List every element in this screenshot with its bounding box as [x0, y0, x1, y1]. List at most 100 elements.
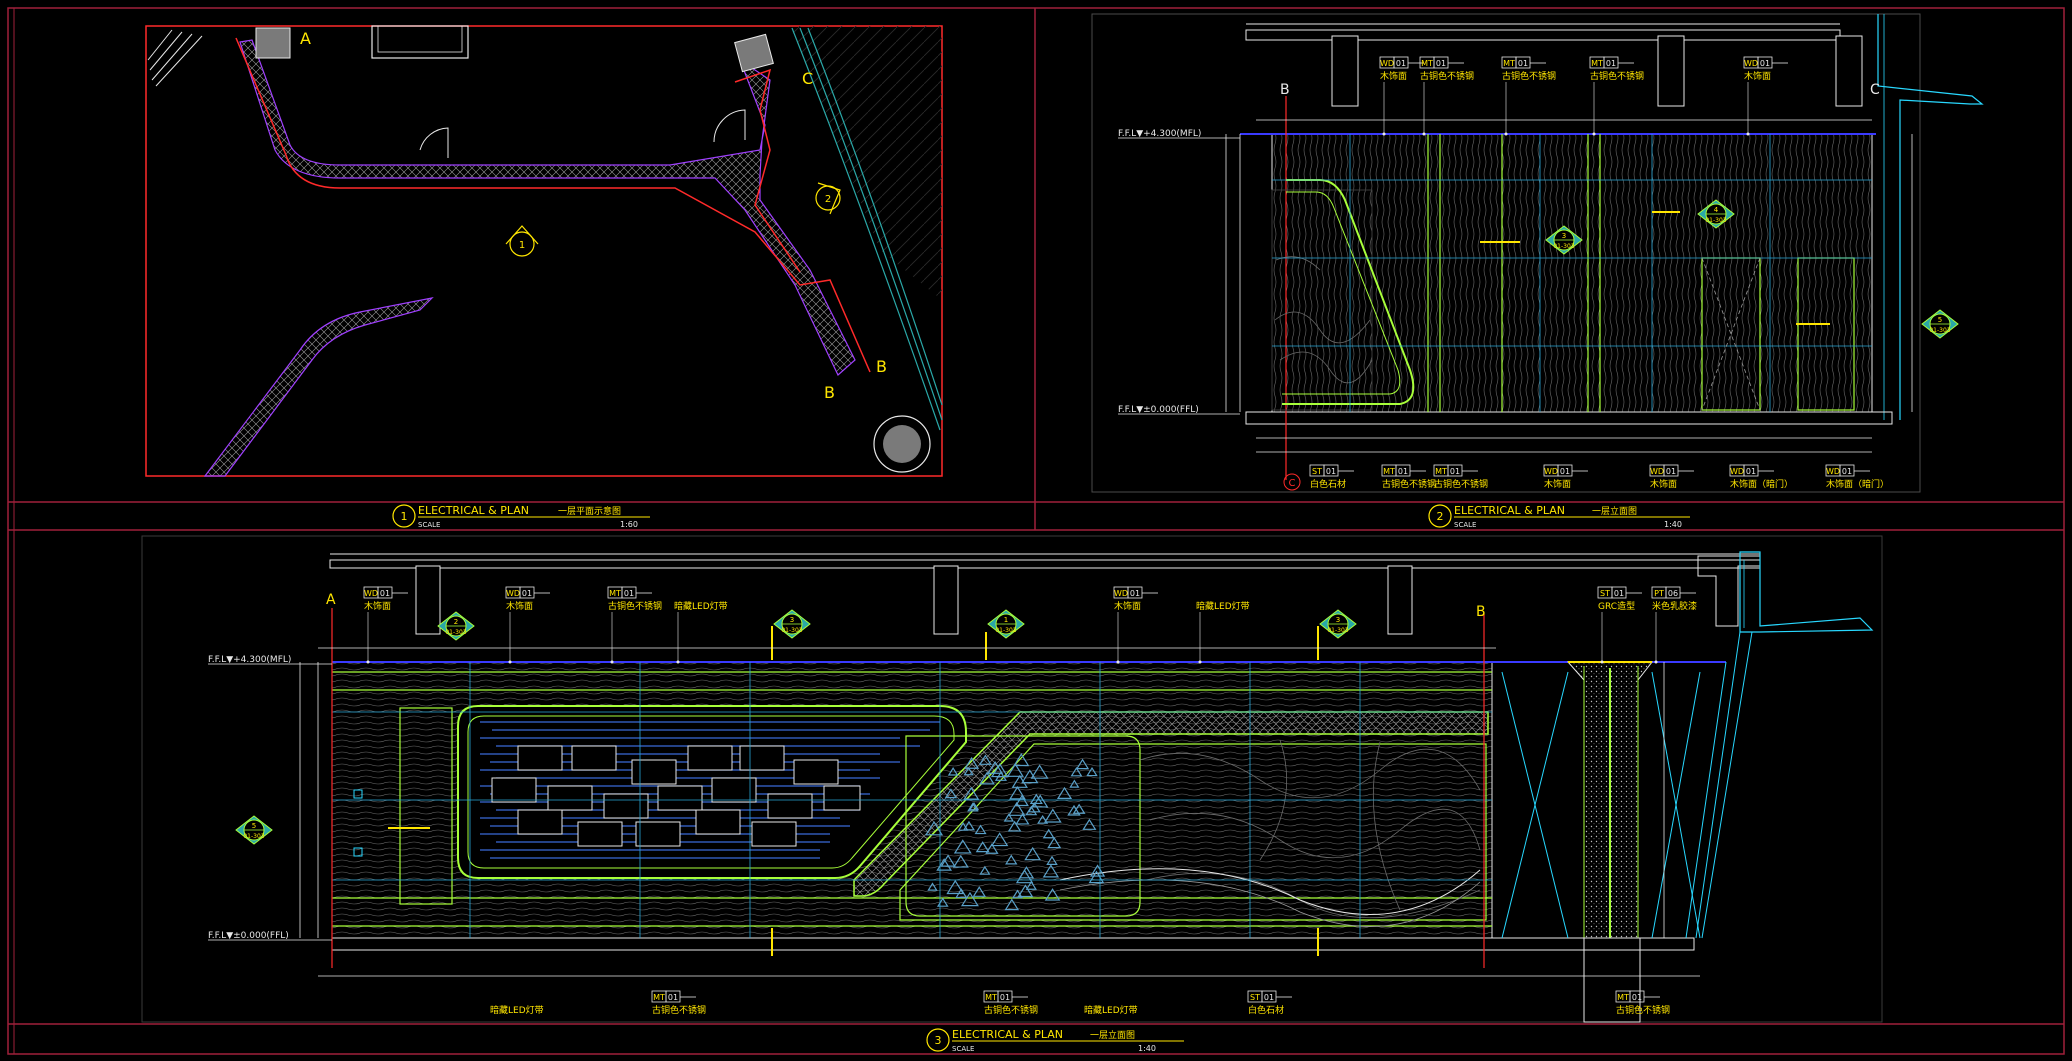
elevation-3-top-tag-text: 米色乳胶漆: [1652, 600, 1697, 612]
round-column: [873, 415, 931, 473]
elevation-symbol-center: 1: [505, 225, 539, 257]
stone-mark: [1042, 864, 1060, 878]
elevation-3-facade: [1739, 551, 1874, 633]
elevation-2-bottom-tag-text: 木饰面（暗门）: [1826, 478, 1889, 490]
stone-mark: [955, 888, 968, 899]
elevation-2-top-tag-code: MT: [1421, 59, 1433, 68]
elevation-2-top-tag-code: MT: [1591, 59, 1603, 68]
elevation-2-bottom-tag-code: MT: [1435, 467, 1447, 476]
door-swing-right: [713, 109, 746, 143]
elevation-2-floor: [1245, 411, 1893, 425]
stone-mark: [960, 891, 979, 907]
elevation-3-top-tag-text: 木饰面: [506, 600, 533, 612]
elevation-3-bottom-tag-text: 暗藏LED灯带: [1084, 1004, 1138, 1016]
elevation-3-bottom-tag-code: MT: [985, 993, 997, 1002]
marker-b2: B: [824, 383, 835, 402]
elevation-3-top-tag-num: 01: [1614, 589, 1624, 598]
elevation-3-ceiling: [329, 559, 1761, 569]
stone-mark: [962, 820, 975, 831]
stone-mark: [1029, 793, 1043, 805]
elevation-2-top-tag-text: 木饰面: [1380, 70, 1407, 82]
stone-mark: [1089, 864, 1106, 877]
stone-mark: [1075, 758, 1090, 770]
elevation-3-top-tag-num: 01: [380, 589, 390, 598]
plan-stair: [147, 29, 203, 87]
stone-mark: [1021, 769, 1039, 784]
view-1-scale: 1:60: [620, 520, 638, 529]
elevation-3-callout-sheet: 01-303: [781, 627, 802, 634]
stone-mark: [1013, 753, 1030, 767]
column-a: [255, 27, 291, 59]
elevation-2-top-tag-num: 01: [1518, 59, 1528, 68]
stone-mark: [947, 767, 959, 776]
stone-mark: [1024, 846, 1042, 861]
elevation-2-bottom-tag-text: 木饰面: [1650, 478, 1677, 490]
elevation-2-marker-c-top: C: [1870, 82, 1880, 98]
view-2-title: 2 ELECTRICAL & PLAN 一层立面图 SCALE 1:40: [1428, 504, 1690, 529]
elevation-3-callout-num: 3: [1336, 616, 1340, 624]
elevation-3-viewport: [141, 535, 1883, 1023]
stone-mark: [957, 822, 969, 831]
elevation-2-bottom-tag-code: MT: [1383, 467, 1395, 476]
elevation-2-top-tag-num: 01: [1760, 59, 1770, 68]
plan-room-inner: [377, 25, 463, 53]
roof-surface: [790, 26, 942, 300]
stone-mark: [936, 858, 953, 871]
elevation-3-top-tag-code: WD: [1114, 589, 1128, 598]
elevation-3-grc-column: [1566, 661, 1654, 939]
elevation-2-viewport: [1091, 13, 1921, 493]
elevation-3-top-tag-num: 01: [522, 589, 532, 598]
stone-mark: [952, 854, 969, 868]
stone-mark: [1086, 766, 1098, 777]
elevation-3-bottom-tag-num: 01: [1000, 993, 1010, 1002]
view-1-title-cn: 一层平面示意图: [558, 505, 621, 517]
elevation-2-led-marks: [1480, 211, 1830, 325]
stone-mark: [1006, 763, 1024, 777]
beam-3: [1835, 35, 1863, 107]
stone-mark: [990, 832, 1009, 847]
stone-mark: [967, 802, 979, 812]
stone-mark: [985, 843, 999, 854]
elevation-3-top-tag-5: 暗藏LED灯带: [1196, 600, 1250, 664]
stone-mark: [968, 802, 980, 811]
column-c: [734, 33, 774, 73]
elevation-3-callout-num: 3: [790, 616, 794, 624]
elevation-2-bottom-tag-text: 木饰面: [1544, 478, 1571, 490]
elevation-2-axis-bubble: [1283, 473, 1301, 491]
stone-mark: [963, 767, 974, 776]
view-3-title: 3 ELECTRICAL & PLAN 一层立面图 SCALE 1:40: [926, 1028, 1184, 1053]
stone-mark: [1044, 888, 1061, 901]
view-3-elevation: A B F.F.L▼+4.300(MFL) F.F.L▼±0.000(FFL) …: [141, 535, 1883, 1023]
elevation-symbol-center-label: 1: [519, 240, 525, 251]
marker-c: C: [802, 69, 813, 88]
stone-mark: [1030, 764, 1049, 779]
elevation-3-level-top: F.F.L▼+4.300(MFL): [208, 655, 291, 665]
elevation-3-callout-num: 5: [252, 822, 256, 830]
stone-mark: [944, 788, 958, 799]
elevation-2-level-top: F.F.L▼+4.300(MFL): [1118, 129, 1201, 139]
elevation-3-level-bottom: F.F.L▼±0.000(FFL): [208, 931, 289, 941]
stone-mark: [987, 760, 1004, 774]
elevation-3-callout-3: 301-303: [1319, 609, 1357, 639]
beam-1: [1331, 35, 1359, 107]
elevation-3-marker-a: A: [326, 592, 336, 608]
stone-mark: [1009, 786, 1026, 800]
elevation-3-callout-sheet: 01-303: [445, 629, 466, 636]
elevation-3-grid: [332, 662, 1492, 938]
stone-mark: [1012, 889, 1024, 899]
elevation-3-top-tag-code: ST: [1600, 589, 1610, 598]
elevation-3-bottom-tag-text: 暗藏LED灯带: [490, 1004, 544, 1016]
elevation-3-map-frame: [905, 735, 1141, 917]
